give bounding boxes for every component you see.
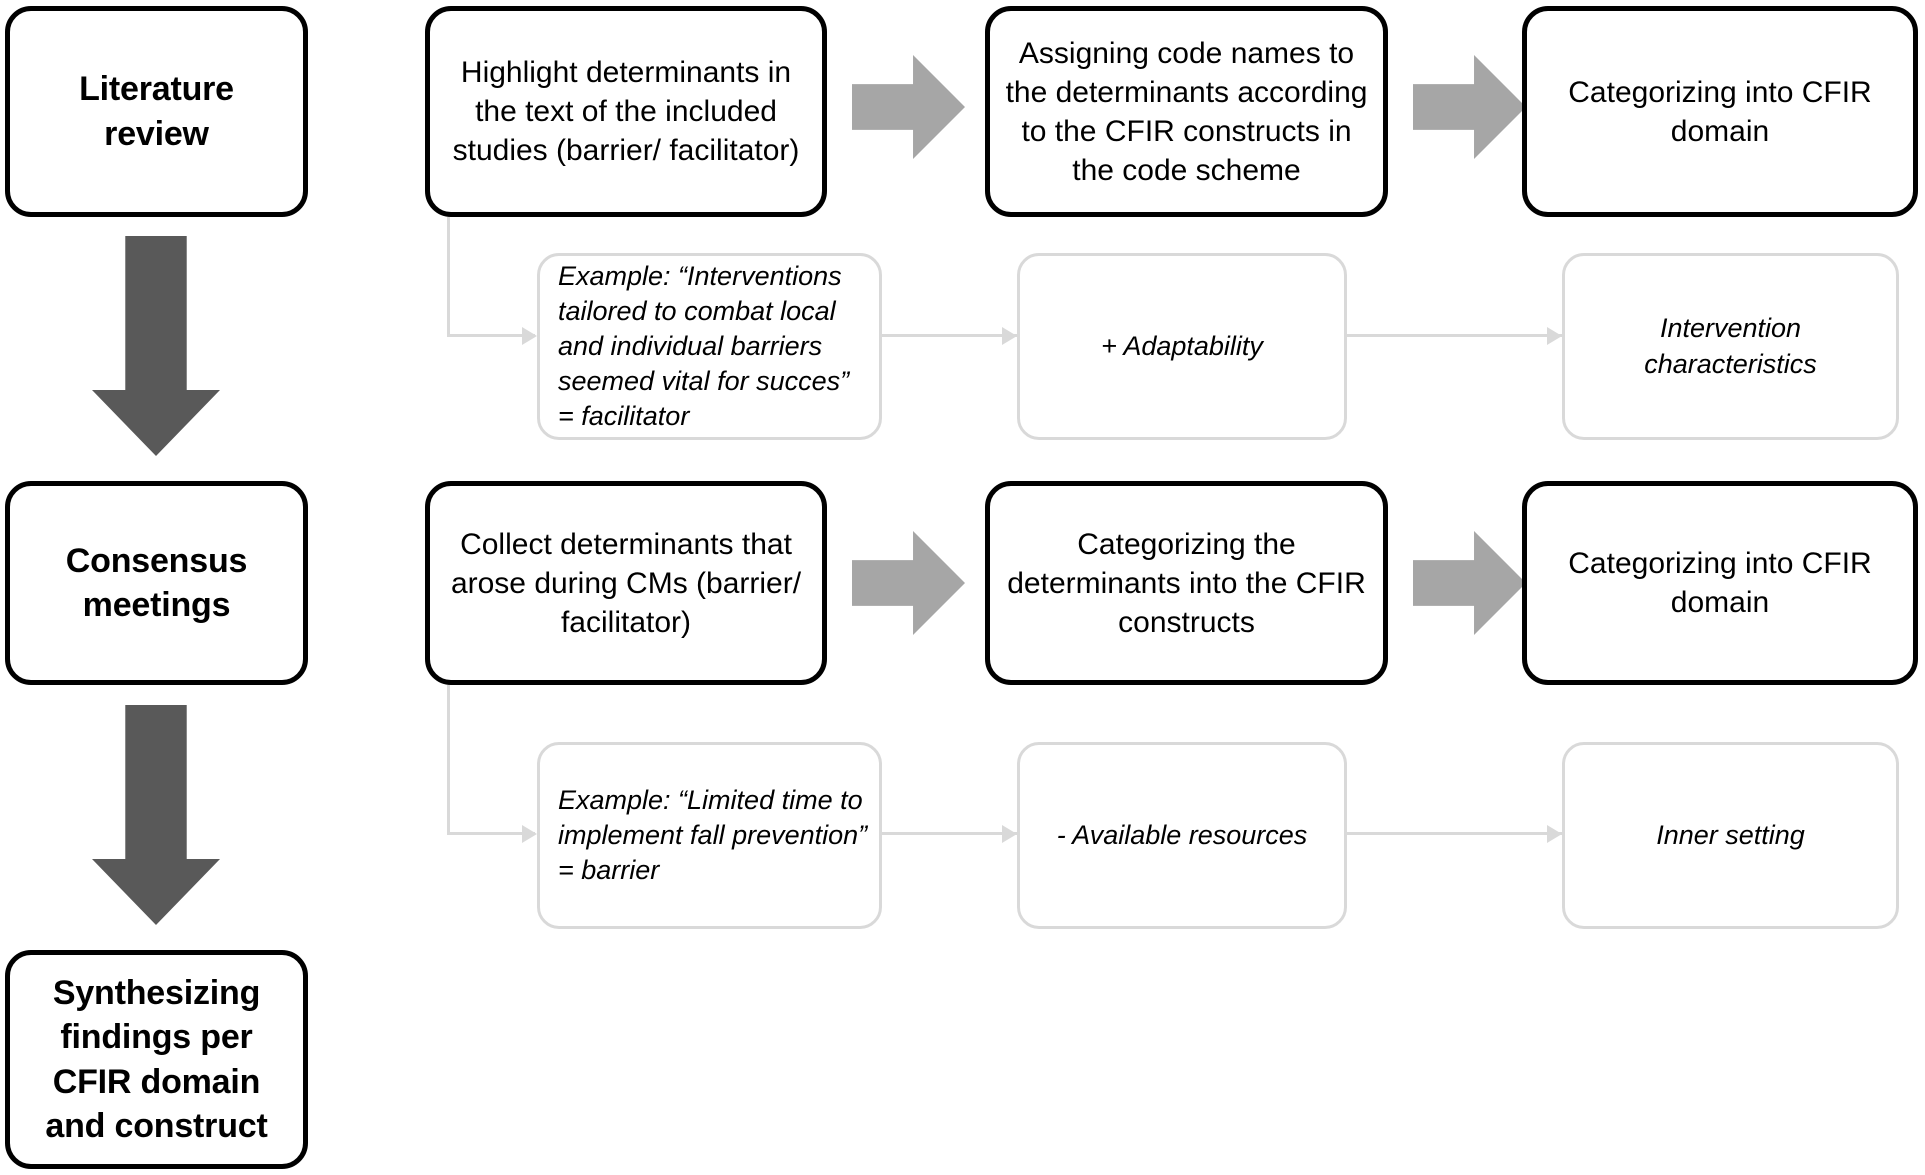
process-label-assigning-code-names: Assigning code names to the determinants… [1005, 36, 1368, 187]
process-box-highlight-determinants: Highlight determinants in the text of th… [425, 6, 827, 217]
process-box-collect-determinants: Collect determinants that arose during C… [425, 481, 827, 685]
connector-elbow-vertical-2 [447, 685, 450, 835]
example-label-domain-1: Intervention characteristics [1644, 313, 1817, 379]
example-label-construct-1: + Adaptability [1101, 330, 1263, 361]
down-arrow-literature-to-consensus [92, 236, 220, 456]
process-label-categorizing-domain-2: Categorizing into CFIR domain [1568, 547, 1872, 619]
example-label-domain-2: Inner setting [1656, 819, 1805, 850]
process-label-categorizing-constructs: Categorizing the determinants into the C… [1007, 527, 1366, 639]
stage-label-literature-review: Literature review [79, 70, 234, 153]
connector-line-example-1b [1347, 334, 1562, 337]
stage-box-consensus-meetings: Consensus meetings [5, 481, 308, 685]
connector-arrowhead-3 [1547, 327, 1562, 345]
connector-arrowhead-1 [522, 327, 537, 345]
example-box-construct-2: - Available resources [1017, 742, 1347, 929]
connector-line-example-2a [882, 832, 1017, 835]
step-arrow-1 [852, 55, 965, 159]
connector-arrowhead-2 [1002, 327, 1017, 345]
process-box-categorizing-constructs: Categorizing the determinants into the C… [985, 481, 1388, 685]
process-box-assigning-code-names: Assigning code names to the determinants… [985, 6, 1388, 217]
example-box-domain-1: Intervention characteristics [1562, 253, 1899, 440]
process-label-collect-determinants: Collect determinants that arose during C… [450, 527, 802, 639]
connector-arrowhead-4 [522, 825, 537, 843]
process-box-categorizing-domain-1: Categorizing into CFIR domain [1522, 6, 1918, 217]
connector-arrowhead-6 [1547, 825, 1562, 843]
example-label-quote-1: Example: “Interventions tailored to comb… [558, 260, 850, 432]
stage-label-synthesizing: Synthesizing findings per CFIR domain an… [45, 974, 268, 1145]
down-arrow-consensus-to-synthesis [92, 705, 220, 925]
connector-elbow-horizontal-1 [447, 334, 535, 337]
process-label-highlight-determinants: Highlight determinants in the text of th… [452, 56, 800, 167]
step-arrow-4 [1413, 531, 1526, 635]
process-box-categorizing-domain-2: Categorizing into CFIR domain [1522, 481, 1918, 685]
example-box-quote-1: Example: “Interventions tailored to comb… [537, 253, 882, 440]
stage-box-literature-review: Literature review [5, 6, 308, 217]
step-arrow-2 [1413, 55, 1526, 159]
connector-elbow-horizontal-2 [447, 832, 535, 835]
example-box-construct-1: + Adaptability [1017, 253, 1347, 440]
example-label-quote-2: Example: “Limited time to implement fall… [558, 784, 868, 886]
connector-line-example-2b [1347, 832, 1562, 835]
connector-arrowhead-5 [1002, 825, 1017, 843]
connector-line-example-1a [882, 334, 1017, 337]
stage-label-consensus-meetings: Consensus meetings [65, 541, 248, 624]
example-box-quote-2: Example: “Limited time to implement fall… [537, 742, 882, 929]
example-box-domain-2: Inner setting [1562, 742, 1899, 929]
example-label-construct-2: - Available resources [1056, 819, 1308, 850]
stage-box-synthesizing: Synthesizing findings per CFIR domain an… [5, 950, 308, 1169]
process-label-categorizing-domain-1: Categorizing into CFIR domain [1568, 75, 1872, 148]
connector-elbow-vertical-1 [447, 217, 450, 337]
step-arrow-3 [852, 531, 965, 635]
